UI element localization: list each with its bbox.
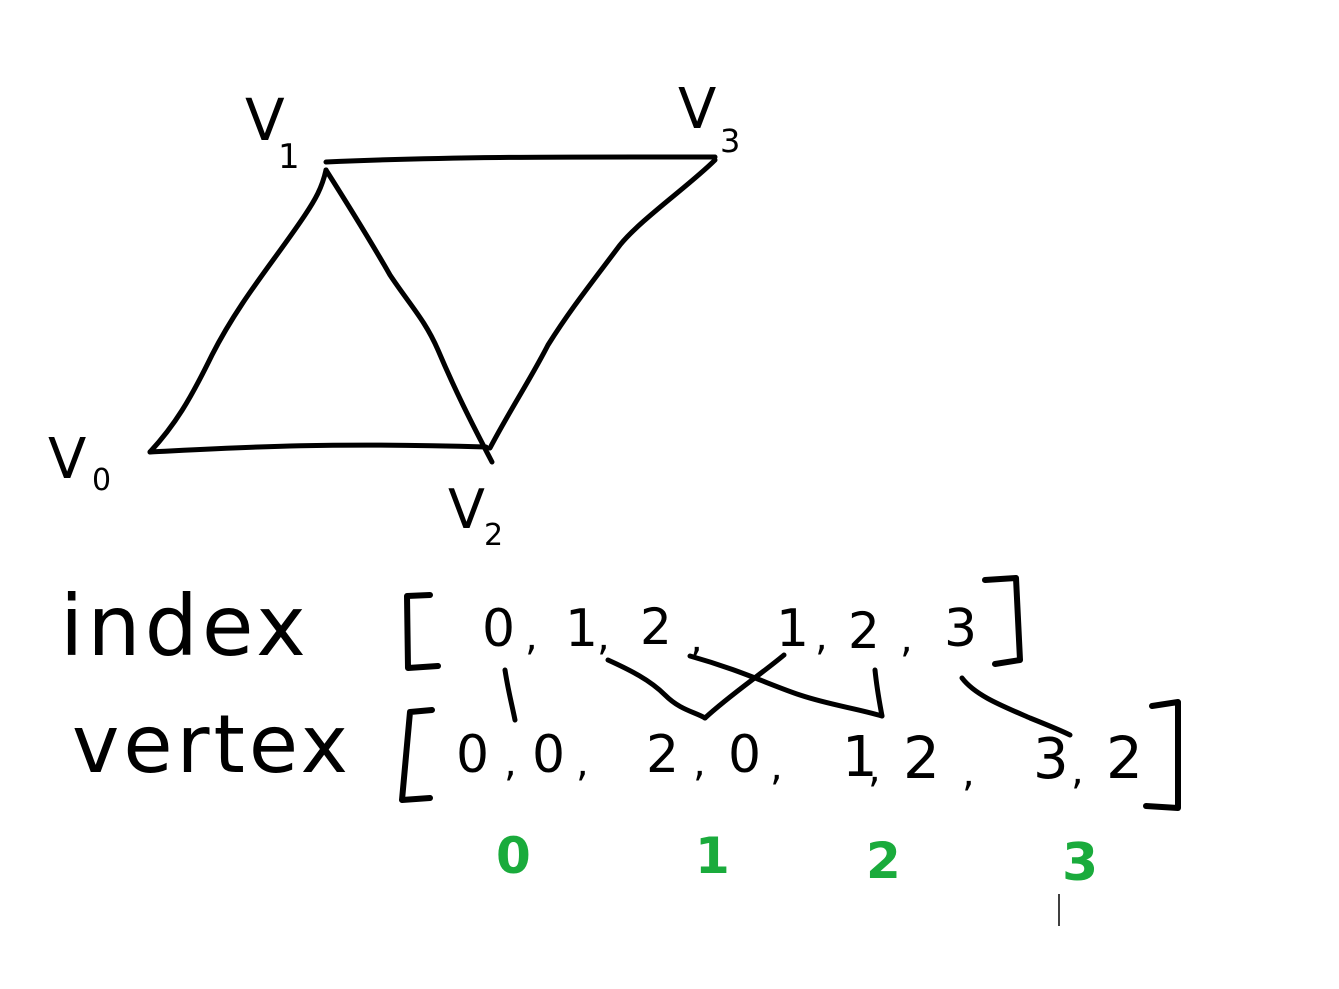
vertex-open-bracket <box>399 707 435 803</box>
vertex-label-v2: V 2 <box>448 478 503 553</box>
comma-glyph: , <box>597 614 610 660</box>
vertex-labels: V 0 V 1 V 2 V 3 <box>48 77 740 553</box>
edge-v1-v3 <box>323 154 718 165</box>
index-value: 1 <box>565 599 598 659</box>
vertex-label-v1: V 1 <box>245 86 300 177</box>
connector-index2-vertex2 <box>605 657 708 721</box>
index-value: 2 <box>848 602 880 660</box>
edge-v3-v2 <box>487 157 718 451</box>
edge-v1-v2 <box>323 167 495 465</box>
comma-glyph: , <box>868 746 881 792</box>
mesh <box>147 154 718 465</box>
vertex-number: 3 <box>1062 833 1098 893</box>
comma-glyph: , <box>576 740 589 786</box>
vertex-label-v3-name: V <box>678 77 716 142</box>
comma-glyph: , <box>962 750 975 796</box>
connector-index3-vertex6 <box>959 675 1073 738</box>
edge-v0-v2 <box>147 442 489 455</box>
brackets <box>399 575 1181 811</box>
comma-glyph: , <box>1071 748 1084 794</box>
comma-glyph: , <box>690 616 703 662</box>
comma-glyph: , <box>900 616 913 662</box>
vertex-label-v0-sub: 0 <box>92 463 111 498</box>
vertex-row-label: vertex <box>72 698 352 791</box>
vertex-number: 2 <box>866 832 901 890</box>
edge-v0-v1 <box>147 167 329 455</box>
index-connectors <box>502 652 1073 738</box>
index-open-bracket <box>404 592 441 671</box>
vertex-value: 2 <box>646 725 679 785</box>
vertex-value: 2 <box>903 724 940 792</box>
vertex-close-bracket <box>1143 699 1181 811</box>
index-value: 0 <box>482 599 515 659</box>
vertex-number: 1 <box>695 827 730 885</box>
vertex-label-v0-name: V <box>48 427 86 492</box>
vertex-value: 0 <box>728 725 761 785</box>
vertex-label-v2-name: V <box>448 478 485 541</box>
vertex-label-v3-sub: 3 <box>720 122 740 160</box>
comma-glyph: , <box>815 614 828 660</box>
vertex-label-v3: V 3 <box>678 77 740 160</box>
index-row-label: index <box>60 577 310 675</box>
vertex-numbers: 0 1 2 3 <box>496 827 1098 893</box>
vertex-value: 3 <box>1033 727 1069 792</box>
vertex-value: 0 <box>532 725 565 785</box>
connector-index0-vertex0 <box>502 667 518 723</box>
vertex-value: 2 <box>1106 724 1143 792</box>
index-value: 2 <box>640 598 672 656</box>
connector-tick <box>872 667 885 719</box>
comma-glyph: , <box>693 740 706 786</box>
index-value: 1 <box>776 599 809 659</box>
comma-glyph: , <box>504 740 517 786</box>
vertex-number: 0 <box>496 827 531 885</box>
vertex-values: 0 , 0 , 2 , 0 , 1 , 2 , 3 , 2 <box>456 724 1143 796</box>
index-close-bracket <box>982 575 1023 667</box>
comma-glyph: , <box>770 744 783 790</box>
connector-index1b-vertex2 <box>702 652 787 721</box>
comma-glyph: , <box>525 614 538 660</box>
vertex-value: 1 <box>842 725 878 790</box>
vertex-value: 0 <box>456 725 489 785</box>
vertex-label-v1-sub: 1 <box>278 137 300 177</box>
connector-index2b-vertex4 <box>687 653 885 719</box>
vertex-label-v1-name: V <box>245 86 285 154</box>
vertex-label-v0: V 0 <box>48 427 111 498</box>
index-value: 3 <box>944 599 977 659</box>
vertex-label-v2-sub: 2 <box>484 518 503 553</box>
index-values: 0 , 1 , 2 , 1 , 2 , 3 <box>482 598 977 662</box>
